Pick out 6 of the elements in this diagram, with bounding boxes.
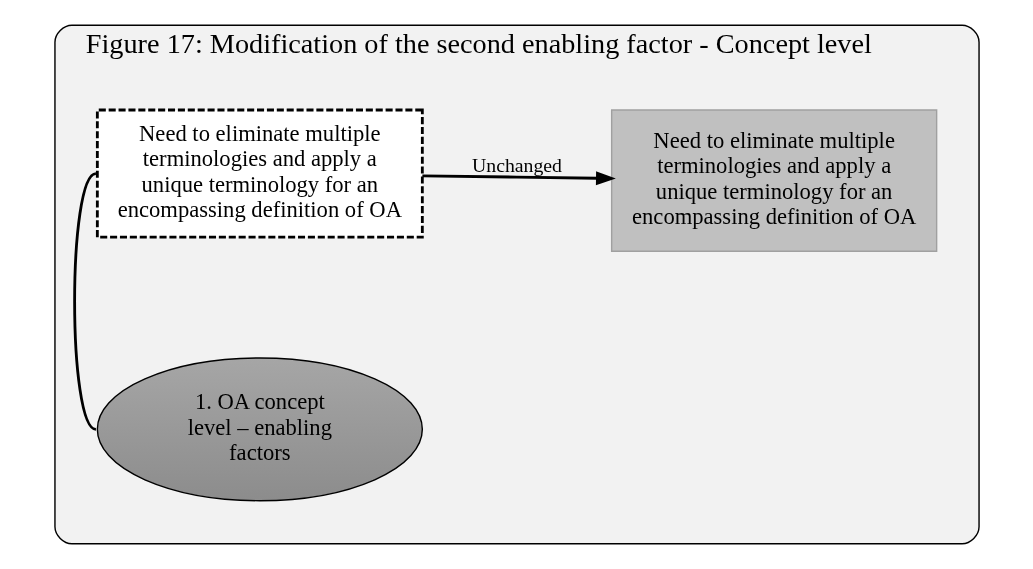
arrow (421, 171, 616, 186)
node-box: Need to eliminate multiple terminologies and apply a unique terminology for an encompassing definition of OA (610, 109, 937, 252)
connector (72, 172, 97, 431)
node-ellipse: 1. OA concept level – enabling factors (96, 357, 423, 502)
edge-label: Unchanged (471, 154, 562, 177)
node-box: Need to eliminate multiple terminologies and apply a unique terminology for an encompassing definition of OA (95, 108, 424, 239)
